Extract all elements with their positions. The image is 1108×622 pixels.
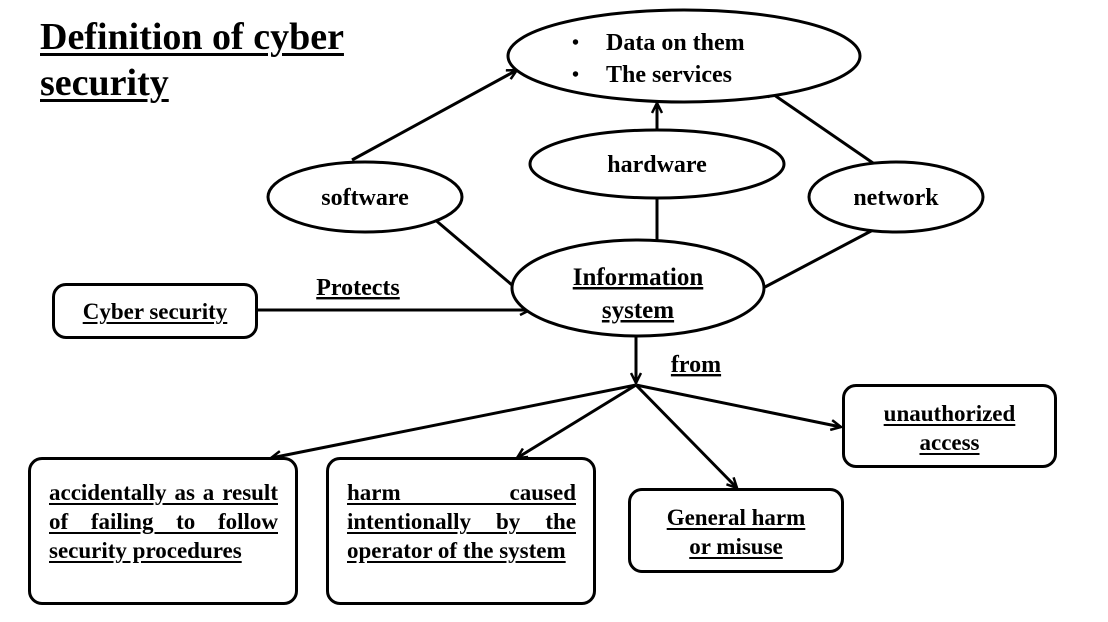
unauthorized-line2: access [919, 430, 980, 455]
cyber-security-label: Cyber security [82, 299, 228, 324]
center-node-ellipse [510, 238, 766, 338]
edge-software-to-center [432, 216, 513, 287]
edge-hub-to-general [634, 383, 737, 488]
edge-software-to-top [351, 70, 517, 162]
hardware-label: hardware [607, 152, 707, 178]
cyber-security-box: Cyber security [52, 283, 258, 339]
general-harm-box: General harm or misuse [628, 488, 844, 573]
unauthorized-line1: unauthorized [883, 401, 1016, 426]
edge-network-to-center [764, 228, 874, 289]
top-bullet-data: Data on them [606, 30, 745, 56]
accidental-threat-text: accidentally as a result of failing to f… [49, 480, 278, 563]
page-title-text: Definition of cyber security [40, 16, 344, 104]
general-harm-line1: General harm [666, 505, 806, 530]
bullet-glyph-1: • [572, 32, 579, 54]
software-label: software [321, 185, 409, 211]
protects-label: Protects [316, 275, 400, 301]
center-label-line1: Information [573, 264, 704, 291]
edge-network-to-top [764, 88, 874, 165]
top-node-ellipse [506, 8, 862, 104]
intentional-threat-box: harm caused intentionally by the operato… [326, 457, 596, 605]
general-harm-line2: or misuse [689, 534, 783, 559]
edge-hub-to-unauthorized [635, 383, 841, 427]
center-label-line2: system [602, 297, 674, 324]
edge-hub-to-intentional [517, 383, 637, 458]
page-title: Definition of cyber security [40, 14, 370, 106]
edge-hub-to-accidental [271, 383, 637, 458]
network-ellipse [807, 160, 985, 234]
network-label: network [853, 185, 939, 211]
unauthorized-access-box: unauthorized access [842, 384, 1057, 468]
from-label: from [671, 352, 721, 378]
intentional-threat-text: harm caused intentionally by the operato… [347, 480, 576, 563]
software-ellipse [266, 160, 464, 234]
top-bullet-services: The services [606, 62, 732, 88]
accidental-threat-box: accidentally as a result of failing to f… [28, 457, 298, 605]
hardware-ellipse [528, 128, 786, 200]
bullet-glyph-2: • [572, 64, 579, 86]
